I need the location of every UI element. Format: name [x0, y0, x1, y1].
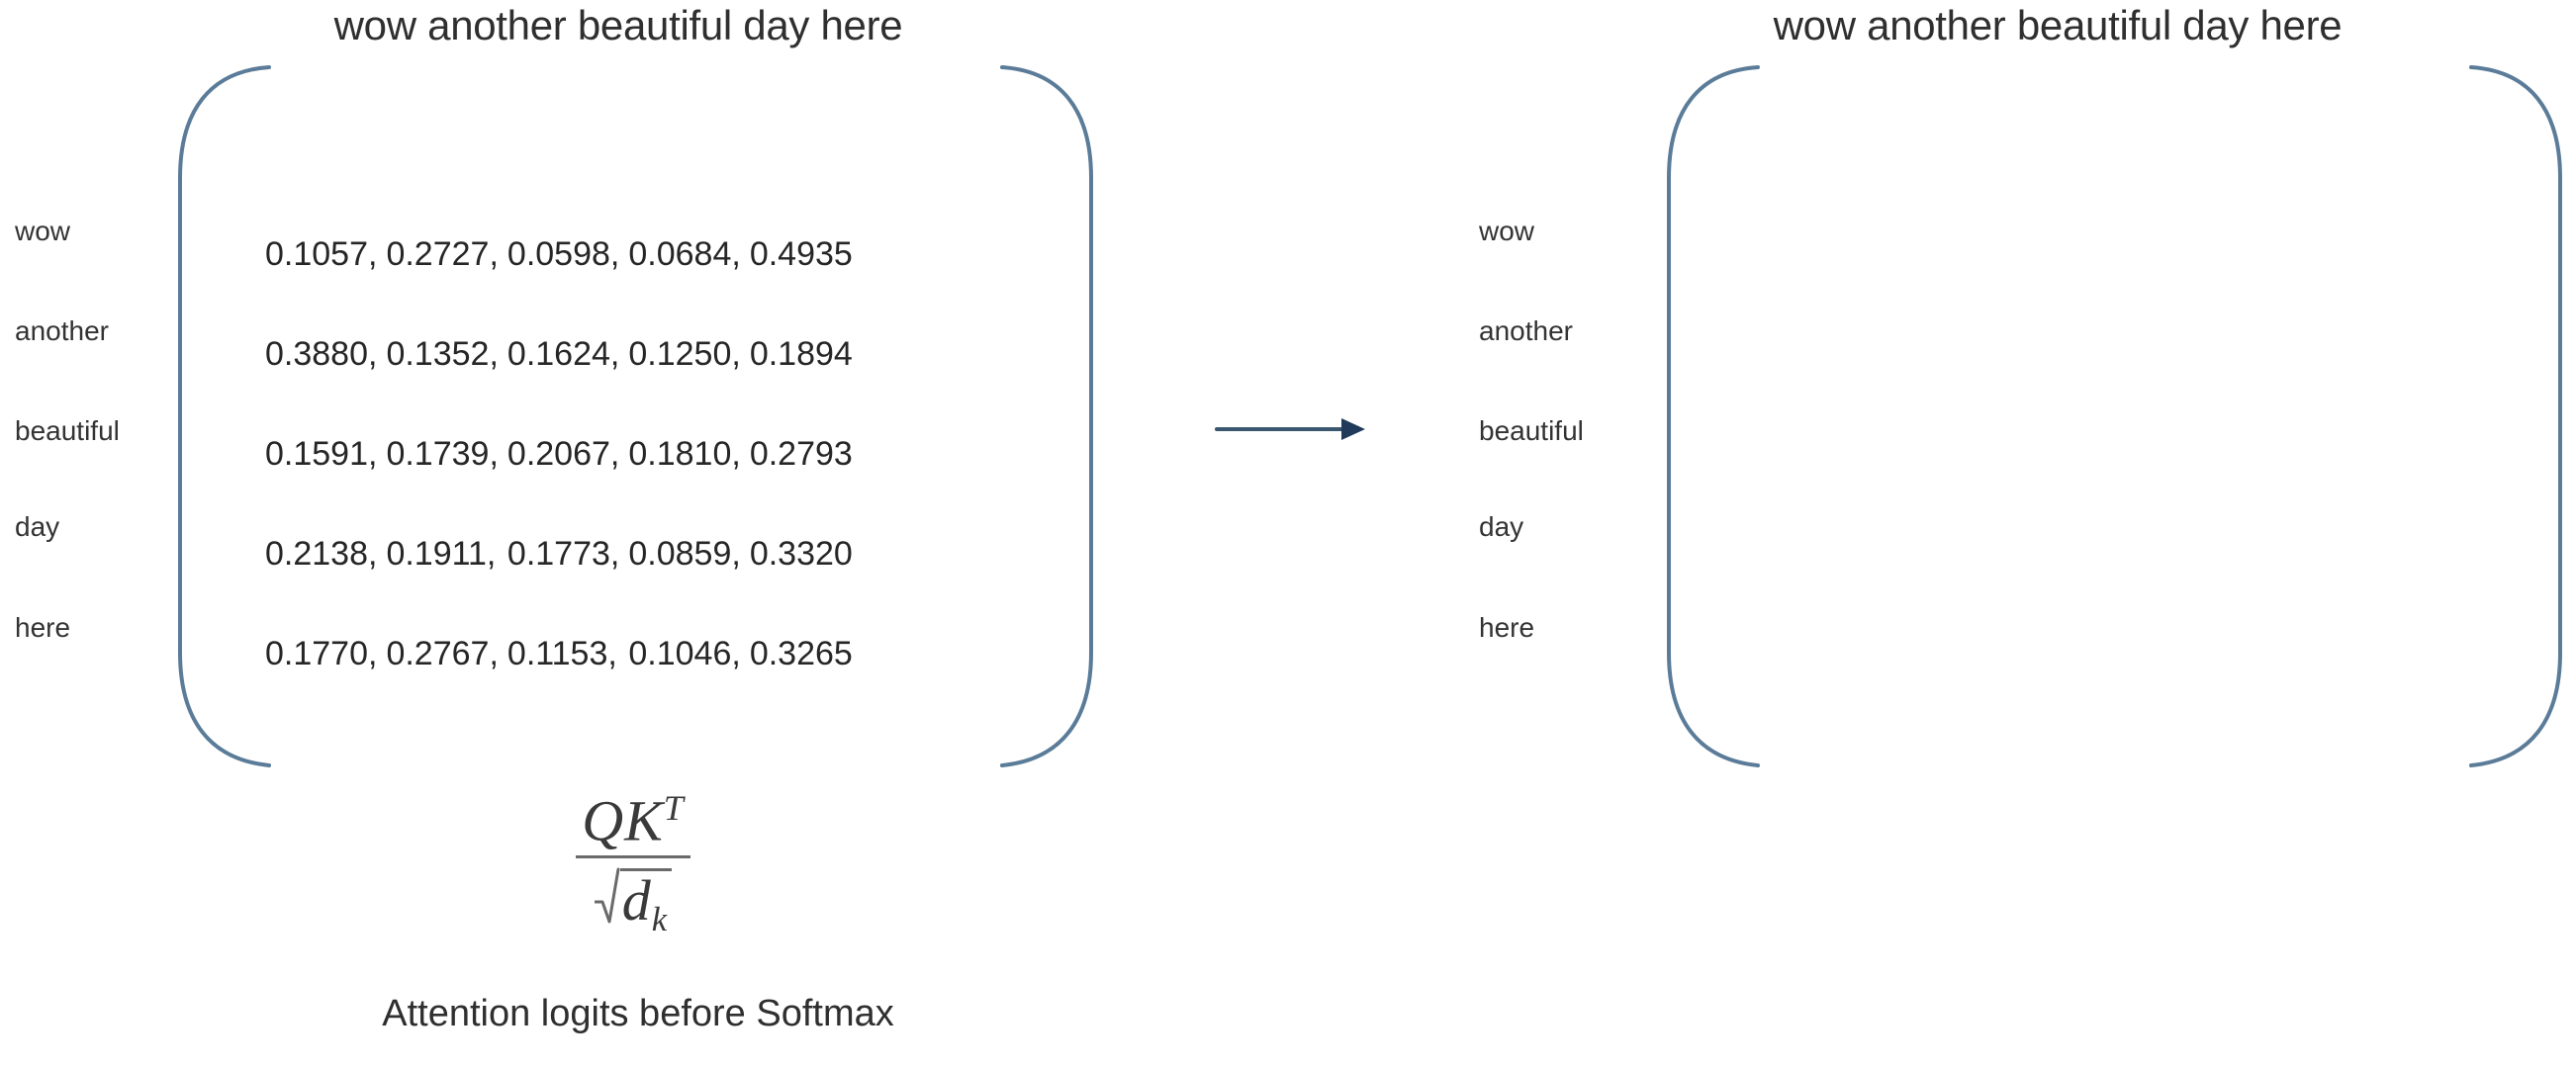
- table-row: 0.3880, 0.1352, 0.1624, 0.1250, 0.1894: [265, 304, 862, 403]
- right-arrow-icon: [1215, 405, 1369, 453]
- cell-r2c1: 0.1739,: [386, 434, 499, 473]
- cell-r3c2: 0.1773,: [506, 534, 620, 573]
- formula-numerator: QKT: [576, 788, 690, 853]
- masked-attention-logits-panel: wow another beautiful day here wow anoth…: [1405, 0, 2576, 1070]
- row-label-day: day: [1479, 511, 1524, 542]
- matrix-right-bracket-icon: [2463, 59, 2576, 773]
- masked-attention-logits-matrix: [1647, 59, 2576, 773]
- table-row: 0.1770, 0.2767, 0.1153, 0.1046, 0.3265: [265, 603, 862, 703]
- panel-caption: Attention logits before Softmax: [382, 993, 894, 1034]
- table-row: 0.2138, 0.1911, 0.1773, 0.0859, 0.3320: [265, 503, 862, 603]
- column-header-label: wow another beautiful day here: [333, 2, 903, 48]
- formula-d: d: [621, 868, 652, 934]
- cell-r3c1: 0.1911,: [386, 534, 497, 573]
- row-label-beautiful: beautiful: [1479, 415, 1584, 446]
- cell-r3c3: 0.0859,: [628, 534, 741, 573]
- cell-r2c2: 0.2067,: [506, 434, 620, 473]
- row-label-wow: wow: [1479, 216, 1535, 246]
- row-label-here: here: [15, 612, 71, 643]
- cell-r4c3: 0.1046,: [628, 634, 741, 672]
- formula-k-subscript: k: [651, 899, 669, 938]
- cell-r4c1: 0.2767,: [386, 634, 499, 672]
- radical-glyph-icon: [594, 866, 620, 924]
- matrix-left-bracket-icon: [1647, 59, 1766, 773]
- cell-r3c0: 0.2138,: [265, 534, 378, 573]
- row-label-another: another: [15, 315, 109, 346]
- matrix-right-bracket-icon: [994, 59, 1113, 773]
- cell-r0c1: 0.2727,: [386, 234, 499, 273]
- cell-r4c2: 0.1153,: [506, 634, 617, 672]
- table-row: 0.1057, 0.2727, 0.0598, 0.0684, 0.4935: [265, 204, 862, 304]
- cell-r2c3: 0.1810,: [628, 434, 741, 473]
- square-root-icon: dk: [594, 864, 673, 936]
- table-row: 0.1591, 0.1739, 0.2067, 0.1810, 0.2793: [265, 403, 862, 503]
- cell-r0c3: 0.0684,: [628, 234, 741, 273]
- attention-logits-panel: wow another beautiful day here wow anoth…: [0, 0, 1197, 1070]
- cell-r0c0: 0.1057,: [265, 234, 378, 273]
- fraction: QKT dk: [576, 788, 690, 936]
- attention-logits-values-table: 0.1057, 0.2727, 0.0598, 0.0684, 0.4935 0…: [265, 204, 862, 703]
- cell-r4c4: 0.3265: [749, 634, 853, 672]
- matrix-left-bracket-icon: [158, 59, 277, 773]
- column-header-label: wow another beautiful day here: [1773, 2, 2343, 48]
- formula-transpose: T: [663, 788, 685, 828]
- cell-r1c0: 0.3880,: [265, 334, 378, 373]
- cell-r1c3: 0.1250,: [628, 334, 741, 373]
- row-label-here: here: [1479, 612, 1535, 643]
- formula-qk: QK: [582, 788, 664, 853]
- row-label-day: day: [15, 511, 60, 542]
- cell-r0c2: 0.0598,: [506, 234, 620, 273]
- cell-r1c4: 0.1894: [749, 334, 853, 373]
- cell-r4c0: 0.1770,: [265, 634, 378, 672]
- fraction-bar: [576, 855, 690, 859]
- cell-r0c4: 0.4935: [749, 234, 853, 273]
- cell-r3c4: 0.3320: [749, 534, 853, 573]
- formula-denominator: dk: [576, 862, 690, 936]
- cell-r2c0: 0.1591,: [265, 434, 378, 473]
- cell-r2c4: 0.2793: [749, 434, 853, 473]
- cell-r1c2: 0.1624,: [506, 334, 620, 373]
- cell-r1c1: 0.1352,: [386, 334, 499, 373]
- row-label-wow: wow: [15, 216, 71, 246]
- row-label-beautiful: beautiful: [15, 415, 120, 446]
- formula-dk: dk: [619, 868, 673, 936]
- scaled-dot-product-formula: QKT dk: [485, 788, 782, 936]
- row-label-another: another: [1479, 315, 1573, 346]
